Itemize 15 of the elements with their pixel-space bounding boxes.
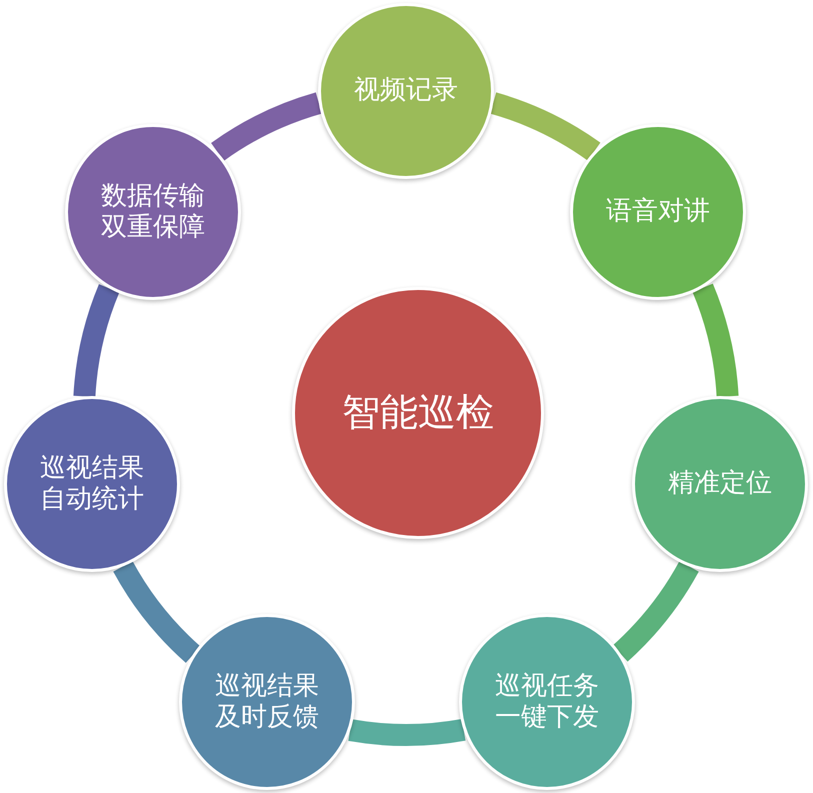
circle-label: 巡视结果及时反馈 (214, 670, 320, 734)
circle-label: 巡视任务一键下发 (494, 670, 600, 734)
ring-segment (692, 284, 739, 398)
ring-segment (612, 560, 699, 662)
circle-label: 智能巡检 (342, 390, 494, 436)
ring-segment (211, 92, 322, 162)
circle-label: 巡视结果自动统计 (39, 452, 145, 516)
ring-segment (348, 718, 466, 746)
ring-segment (113, 560, 201, 663)
ring-segment (73, 284, 120, 398)
circle-label: 语音对讲 (606, 196, 710, 228)
circle-label: 视频记录 (354, 75, 458, 107)
ring-segment (490, 92, 600, 161)
circle-label: 数据传输双重保障 (100, 180, 206, 244)
circle-label: 精准定位 (668, 468, 772, 500)
